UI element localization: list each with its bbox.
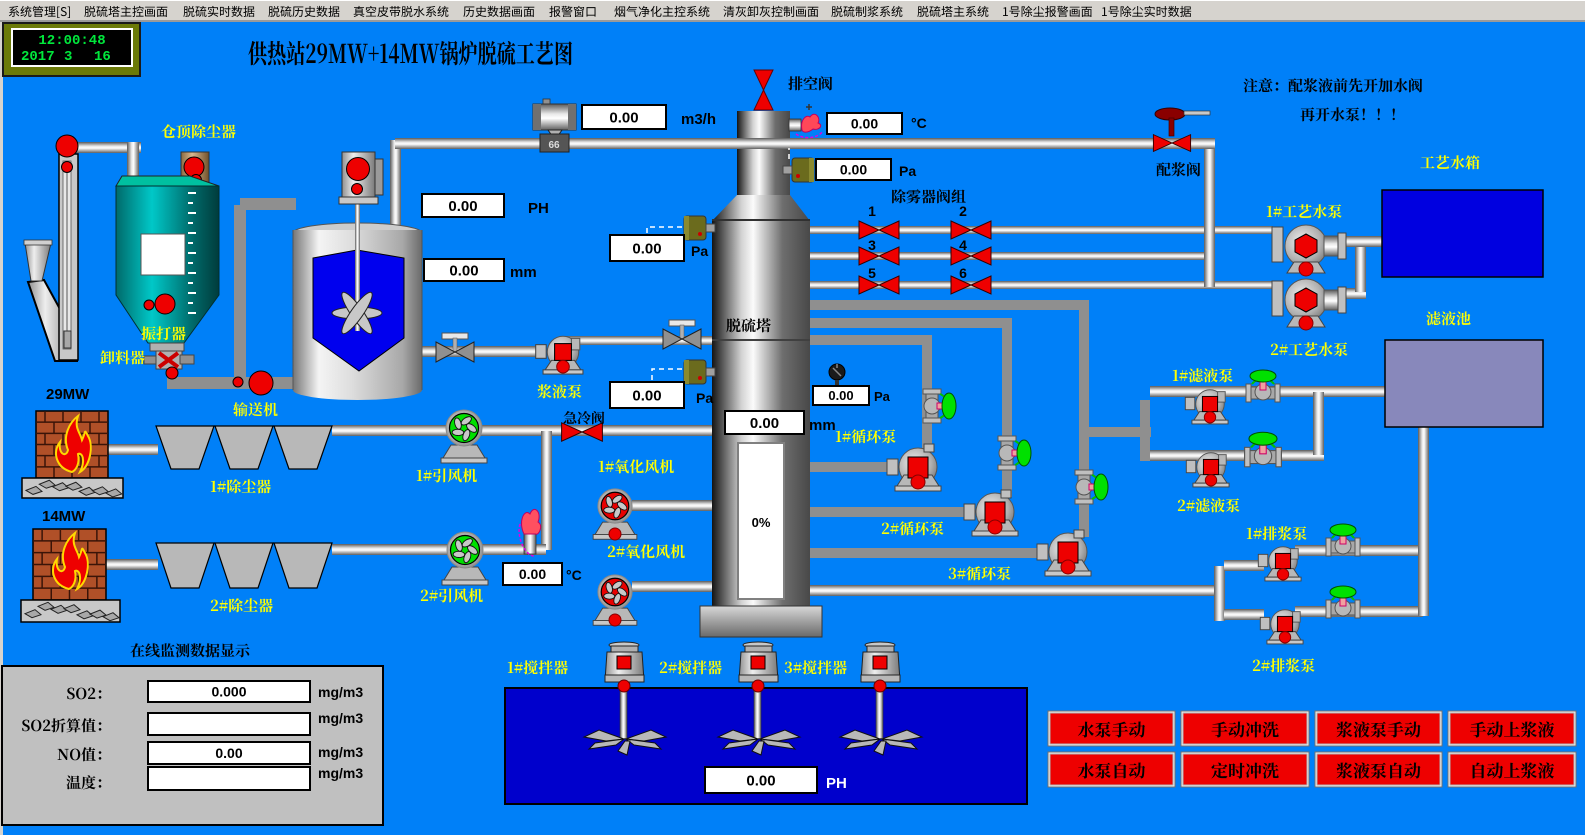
svg-text:0.00: 0.00 — [449, 262, 478, 279]
svg-text:mg/m3: mg/m3 — [318, 744, 363, 760]
svg-text:mg/m3: mg/m3 — [318, 710, 363, 726]
svg-text:0.00: 0.00 — [828, 388, 853, 403]
svg-text:6: 6 — [959, 265, 967, 281]
svg-text:0.00: 0.00 — [448, 198, 477, 215]
svg-text:°C: °C — [566, 567, 582, 583]
svg-text:m3/h: m3/h — [681, 111, 716, 128]
svg-text:Pa: Pa — [696, 390, 713, 406]
svg-text:Pa: Pa — [899, 163, 916, 179]
svg-text:3: 3 — [64, 49, 72, 65]
svg-text:0.00: 0.00 — [851, 116, 878, 132]
svg-text:PH: PH — [826, 775, 847, 792]
svg-text:0.00: 0.00 — [746, 772, 775, 789]
svg-text:14MW: 14MW — [42, 508, 86, 525]
svg-text:0.00: 0.00 — [750, 415, 779, 432]
svg-text:2017: 2017 — [21, 49, 55, 65]
svg-text:29MW: 29MW — [46, 386, 90, 403]
svg-text:5: 5 — [868, 265, 876, 281]
svg-text:mg/m3: mg/m3 — [318, 684, 363, 700]
svg-text:12:00:48: 12:00:48 — [38, 33, 105, 49]
svg-text:°C: °C — [911, 115, 927, 131]
svg-text:0.00: 0.00 — [840, 162, 867, 178]
svg-text:0.00: 0.00 — [519, 566, 546, 582]
svg-text:0.00: 0.00 — [632, 240, 661, 257]
svg-text:0%: 0% — [752, 515, 771, 530]
svg-text:Pa: Pa — [874, 389, 891, 404]
svg-text:0.000: 0.000 — [211, 684, 246, 700]
svg-text:Pa: Pa — [691, 243, 708, 259]
svg-text:0.00: 0.00 — [632, 387, 661, 404]
svg-text:4: 4 — [959, 237, 967, 253]
svg-text:16: 16 — [94, 49, 111, 65]
svg-text:0.00: 0.00 — [215, 745, 242, 761]
svg-text:mm: mm — [809, 417, 836, 434]
svg-text:mm: mm — [510, 264, 537, 281]
svg-text:2: 2 — [959, 203, 967, 219]
svg-text:0.00: 0.00 — [609, 109, 638, 126]
svg-text:PH: PH — [528, 200, 549, 217]
svg-text:3: 3 — [868, 237, 876, 253]
svg-text:66: 66 — [548, 140, 560, 151]
svg-text:mg/m3: mg/m3 — [318, 765, 363, 781]
svg-text:1: 1 — [868, 203, 876, 219]
